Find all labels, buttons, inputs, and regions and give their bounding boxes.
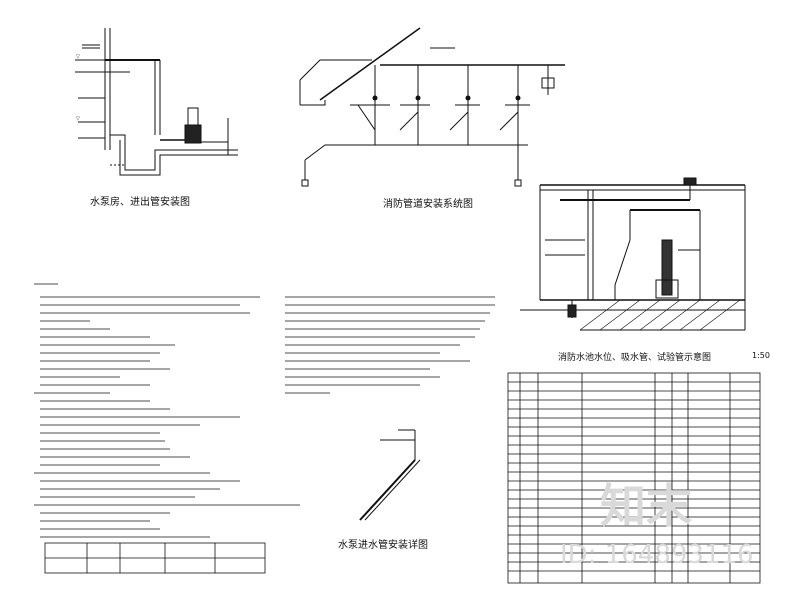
valve-1 [372, 95, 378, 101]
notes-text-block-2 [285, 296, 495, 394]
inlet-pipe-detail [359, 429, 421, 521]
pump-room-elev-1: ▽ [76, 54, 80, 60]
valve-3 [465, 95, 471, 101]
watermark-id: ID: 164893116 [560, 540, 754, 570]
valve-2 [415, 95, 421, 101]
tank-detail-scale: 1:50 [752, 351, 770, 360]
pipe-system-caption: 消防管道安装系统图 [383, 199, 473, 210]
pipe-system-diagram [299, 27, 565, 187]
pump-room-elev-2: ▽ [76, 116, 80, 122]
notes-text-block [34, 283, 300, 538]
watermark-brand: 知末 [600, 479, 692, 533]
equipment-table [507, 372, 761, 584]
inlet-pipe-caption: 水泵进水管安装详图 [338, 540, 428, 551]
tank-detail-section [520, 177, 746, 331]
tank-detail-caption: 消防水池水位、吸水管、试验管示意图 [558, 353, 712, 363]
valve-4 [515, 95, 521, 101]
notes-table [44, 542, 266, 574]
pump-room-section [75, 28, 238, 176]
pump-room-caption: 水泵房、进出管安装图 [90, 197, 190, 208]
